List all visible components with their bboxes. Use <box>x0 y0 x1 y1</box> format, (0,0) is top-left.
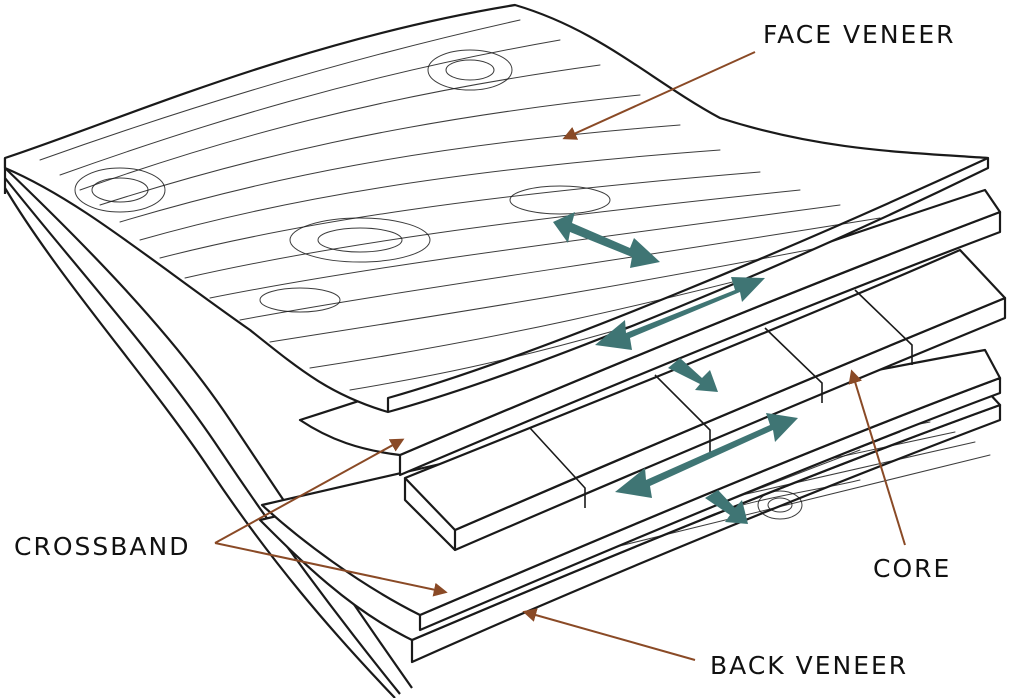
face-veneer-grain <box>39 19 976 391</box>
crossband-upper-sheet <box>298 188 1002 477</box>
label-face-veneer: FACE VENEER <box>763 20 956 49</box>
label-core: CORE <box>873 554 951 583</box>
leader-core <box>848 369 906 546</box>
grain-direction-arrows <box>553 212 798 524</box>
leader-face-veneer <box>562 51 756 140</box>
leader-crossband-upper <box>214 438 405 544</box>
grain-arrow-back <box>705 490 748 524</box>
face-veneer-sheet <box>3 3 990 414</box>
label-crossband: CROSSBAND <box>14 532 190 561</box>
label-back-veneer: BACK VENEER <box>710 651 908 680</box>
grain-arrow-face <box>553 212 660 268</box>
leader-crossband-lower <box>214 542 448 597</box>
grain-arrow-crossband-lower <box>615 413 798 498</box>
grain-arrow-core <box>668 358 718 392</box>
leader-back-veneer <box>522 608 696 661</box>
grain-arrow-crossband-upper <box>595 277 765 350</box>
leader-arrows <box>214 51 906 661</box>
